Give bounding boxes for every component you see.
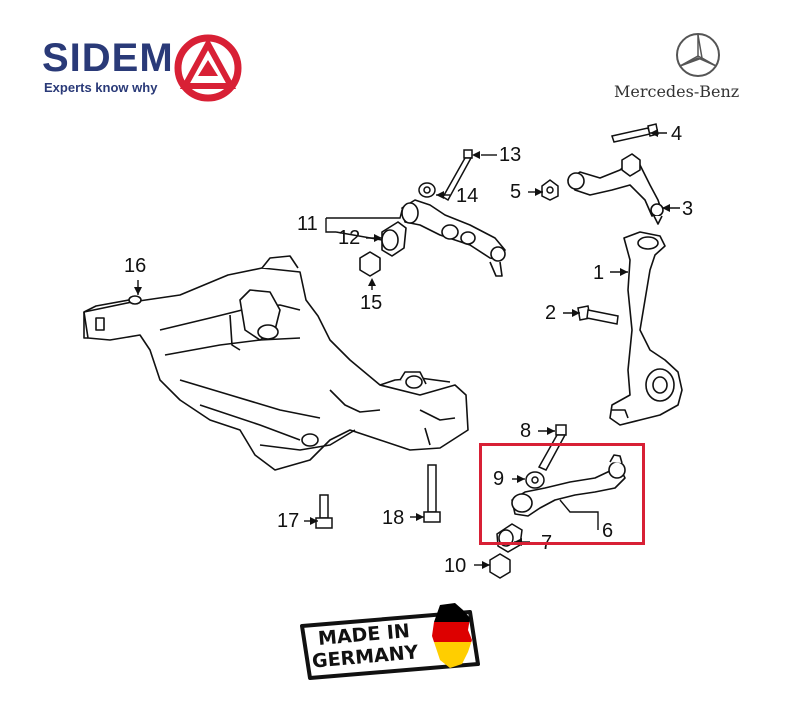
callout-2: 2 xyxy=(545,302,557,324)
bolt-18-part xyxy=(423,464,441,523)
bolt-17-part xyxy=(315,494,333,529)
callout-13: 13 xyxy=(499,144,522,166)
callout-1: 1 xyxy=(593,262,605,284)
steering-knuckle-part xyxy=(609,231,683,426)
callout-14: 14 xyxy=(456,185,479,207)
subframe-part xyxy=(83,255,469,471)
callout-5: 5 xyxy=(510,181,522,203)
callout-12: 12 xyxy=(338,227,361,249)
washer-9-part xyxy=(525,471,545,489)
callout-9: 9 xyxy=(493,468,505,490)
callout-leader-lines xyxy=(137,132,680,566)
callout-15: 15 xyxy=(360,292,383,314)
nut-10-part xyxy=(489,553,511,579)
bolt-2-part xyxy=(577,305,619,325)
washer-14-part xyxy=(418,182,436,198)
callout-4: 4 xyxy=(671,123,683,145)
sidem-logo-icon xyxy=(174,34,242,102)
upper-wishbone-part xyxy=(567,153,664,225)
callout-10: 10 xyxy=(444,555,467,577)
callout-8: 8 xyxy=(520,420,532,442)
callout-16: 16 xyxy=(124,255,147,277)
upper-control-arm-part xyxy=(359,199,506,277)
callout-6: 6 xyxy=(602,520,614,542)
nut-5-part xyxy=(541,179,559,201)
brand-tagline: Experts know why xyxy=(44,80,158,95)
highlighted-lower-arm-group xyxy=(479,443,645,545)
brand-logo-text: SIDEM xyxy=(42,36,174,80)
lower-control-arm-part xyxy=(511,454,626,517)
bolt-13-part xyxy=(441,149,473,202)
manufacturer-name: Mercedes-Benz xyxy=(614,82,740,101)
mercedes-star-icon xyxy=(676,33,720,77)
callout-17: 17 xyxy=(277,510,300,532)
callout-18: 18 xyxy=(382,507,405,529)
callout-11: 11 xyxy=(297,213,318,235)
callout-3: 3 xyxy=(682,198,694,220)
germany-flag-map-icon xyxy=(432,603,472,668)
callout-arrowheads xyxy=(134,129,670,569)
